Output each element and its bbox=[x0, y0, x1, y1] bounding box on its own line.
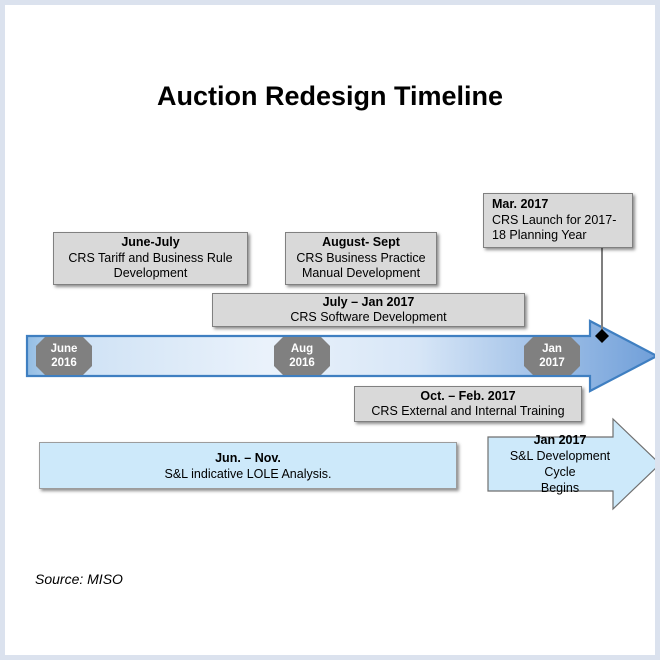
sl-development-cycle-arrow: Jan 2017 S&L Development Cycle Begins bbox=[488, 433, 628, 495]
marker-jan-2017-year: 2017 bbox=[539, 357, 565, 369]
page-title: Auction Redesign Timeline bbox=[156, 81, 504, 111]
callout-line2: 18 Planning Year bbox=[492, 228, 587, 243]
june-july-line1: CRS Tariff and Business Rule bbox=[68, 250, 233, 265]
oct-feb-line1: CRS External and Internal Training bbox=[371, 404, 565, 418]
july-jan-heading: July – Jan 2017 bbox=[322, 294, 415, 309]
marker-aug-2016-year: 2016 bbox=[289, 357, 315, 369]
marker-aug-2016-month: Aug bbox=[290, 343, 314, 355]
sl-cycle-heading: Jan 2017 bbox=[533, 433, 587, 447]
june-july-box: June-July CRS Tariff and Business Rule D… bbox=[53, 232, 248, 285]
lole-line1: S&L indicative LOLE Analysis. bbox=[164, 466, 332, 481]
july-jan-line1: CRS Software Development bbox=[290, 310, 447, 324]
oct-feb-heading: Oct. – Feb. 2017 bbox=[420, 388, 516, 403]
slide-canvas: Auction Redesign Timeline Ma bbox=[5, 5, 655, 655]
august-sept-line1: CRS Business Practice bbox=[296, 250, 426, 265]
source-note: Source: MISO bbox=[35, 571, 123, 587]
callout-connector-dot bbox=[595, 329, 609, 343]
marker-jan-2017: Jan 2017 bbox=[524, 337, 580, 375]
june-july-line2: Development bbox=[113, 266, 188, 281]
august-sept-heading: August- Sept bbox=[322, 235, 400, 250]
july-jan-box: July – Jan 2017 CRS Software Development bbox=[212, 293, 525, 327]
callout-heading: Mar. 2017 bbox=[492, 197, 549, 212]
oct-feb-box: Oct. – Feb. 2017 CRS External and Intern… bbox=[354, 386, 582, 422]
august-sept-box: August- Sept CRS Business Practice Manua… bbox=[285, 232, 437, 285]
callout-line1: CRS Launch for 2017- bbox=[492, 212, 617, 227]
marker-june-2016: June 2016 bbox=[36, 337, 92, 375]
marker-june-2016-year: 2016 bbox=[51, 357, 77, 369]
marker-aug-2016: Aug 2016 bbox=[274, 337, 330, 375]
marker-june-2016-month: June bbox=[50, 343, 78, 355]
august-sept-line2: Manual Development bbox=[301, 266, 421, 281]
marker-jan-2017-month: Jan bbox=[542, 343, 562, 355]
sl-cycle-line1: S&L Development Cycle bbox=[509, 449, 611, 479]
sl-cycle-line2: Begins bbox=[540, 481, 580, 495]
lole-heading: Jun. – Nov. bbox=[215, 450, 281, 465]
june-july-heading: June-July bbox=[121, 235, 180, 250]
crs-launch-callout: Mar. 2017 CRS Launch for 2017- 18 Planni… bbox=[483, 193, 633, 248]
lole-analysis-box: Jun. – Nov. S&L indicative LOLE Analysis… bbox=[39, 442, 457, 489]
